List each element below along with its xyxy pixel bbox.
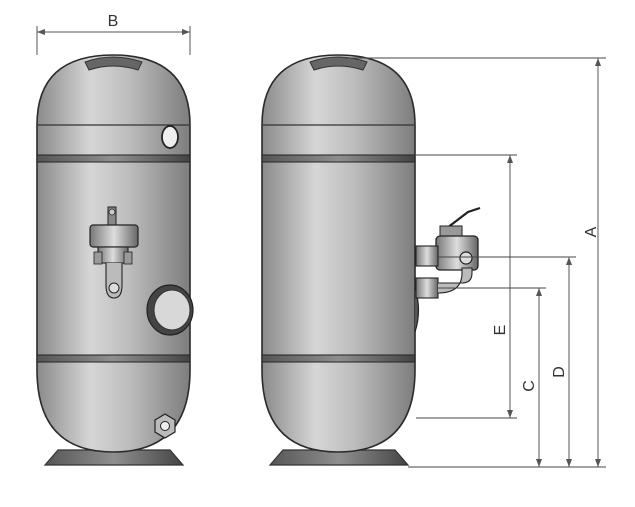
- front-drain-plug: [154, 413, 176, 439]
- front-upper-port: [161, 125, 179, 149]
- front-top-cap: [84, 56, 143, 71]
- side-top-cap: [309, 56, 368, 71]
- side-view-tank: [261, 54, 481, 466]
- dimension-label-a: A: [583, 226, 600, 237]
- side-upper-band: [261, 154, 416, 163]
- dimension-label-e: E: [492, 325, 509, 336]
- side-lower-band: [261, 354, 416, 363]
- side-tank-body: [261, 54, 416, 453]
- side-multiport-valve: [415, 206, 481, 299]
- dimension-label-c: C: [521, 380, 538, 392]
- front-multiport-valve: [89, 206, 139, 299]
- dimension-lines: [36, 26, 606, 468]
- front-manhole: [146, 284, 194, 336]
- front-lower-band: [36, 354, 191, 363]
- front-view-tank: [36, 54, 194, 466]
- dimension-label-b: B: [108, 13, 119, 30]
- dimension-label-d: D: [551, 366, 568, 378]
- front-upper-band: [36, 154, 191, 163]
